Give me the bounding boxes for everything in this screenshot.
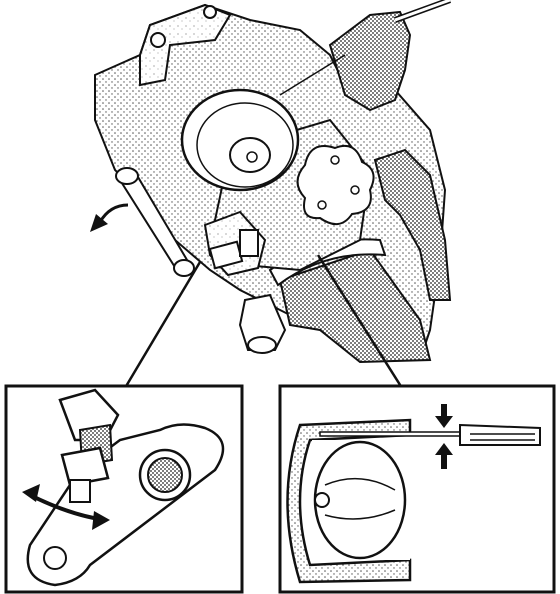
bolt-head bbox=[150, 32, 166, 48]
idle-adjust-screw bbox=[203, 210, 267, 277]
arrowhead-right bbox=[92, 511, 110, 530]
lock-nut bbox=[60, 446, 110, 487]
vacuum-fitting bbox=[238, 293, 287, 354]
detail-left bbox=[4, 384, 244, 594]
cable-housing bbox=[328, 10, 412, 112]
detail-right bbox=[278, 384, 556, 594]
cable-end bbox=[279, 54, 346, 96]
arrowhead bbox=[90, 214, 108, 232]
electrical-connector bbox=[373, 148, 452, 301]
leader-line-right bbox=[316, 254, 404, 389]
throttle-bore bbox=[286, 418, 412, 584]
leader-line-left bbox=[123, 261, 202, 389]
gauge-handle bbox=[459, 423, 541, 446]
gap-arrow-bottom bbox=[435, 443, 453, 469]
throttle-plate bbox=[313, 440, 407, 560]
throttle-position-sensor bbox=[296, 144, 375, 225]
lever-hole bbox=[43, 546, 67, 570]
lever-pivot-boss bbox=[138, 448, 192, 502]
main-view bbox=[90, 0, 452, 389]
rotation-arrow bbox=[98, 203, 129, 223]
adjust-screw bbox=[58, 388, 120, 503]
manifold-flange bbox=[139, 3, 232, 87]
throttle-pulley bbox=[180, 88, 300, 192]
air-intake-duct bbox=[278, 248, 432, 364]
throttle-cable bbox=[394, 0, 451, 22]
bolt-head bbox=[203, 5, 217, 19]
linkage-rod bbox=[115, 167, 195, 277]
gap-arrow-top bbox=[435, 404, 453, 428]
feeler-gauge bbox=[319, 423, 541, 446]
arrowhead-left bbox=[22, 484, 40, 502]
